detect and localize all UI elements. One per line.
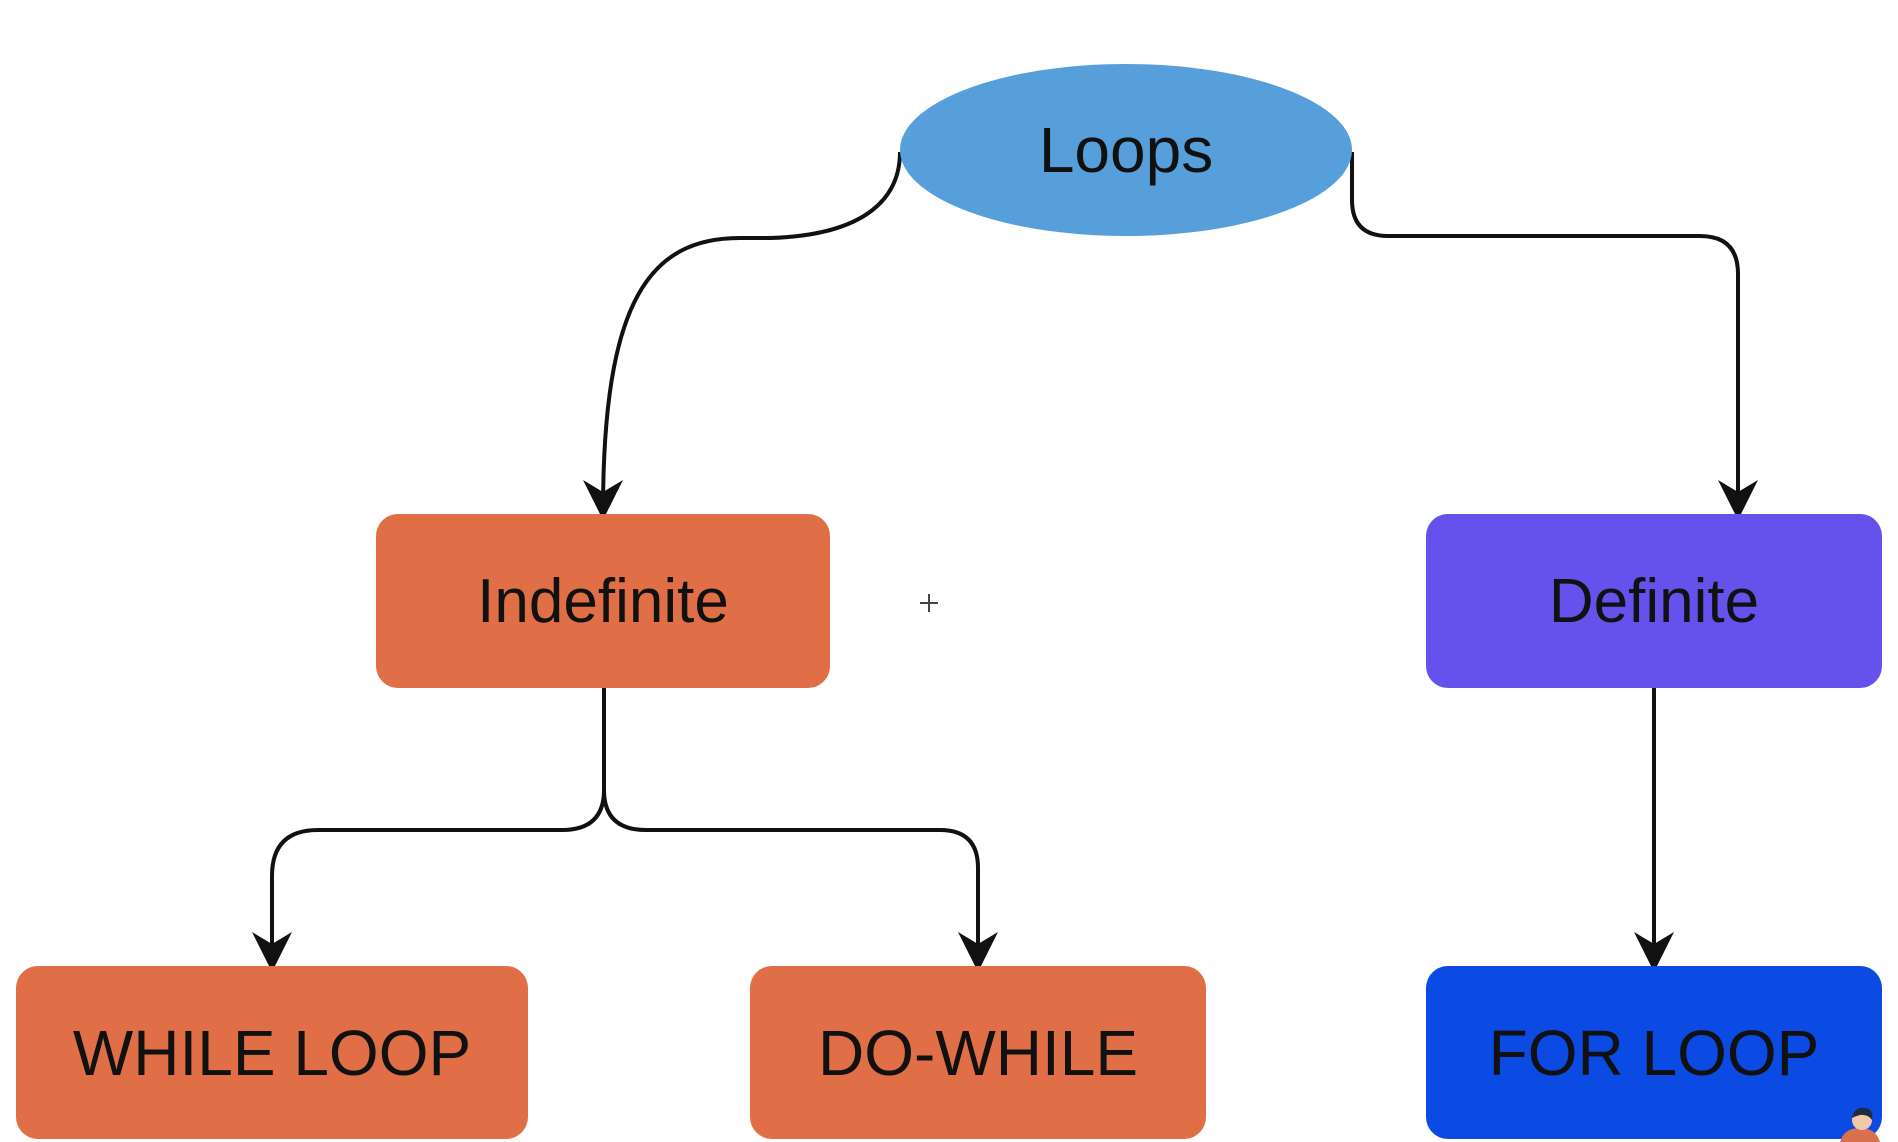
node-for-loop-label: FOR LOOP bbox=[1488, 1016, 1820, 1089]
node-indefinite-label: Indefinite bbox=[477, 566, 729, 636]
node-do-while-label: DO-WHILE bbox=[818, 1016, 1138, 1089]
edge-loops-to-indefinite bbox=[583, 151, 902, 520]
presenter-avatar-icon bbox=[1830, 1106, 1890, 1142]
node-while-loop: WHILE LOOP bbox=[16, 966, 528, 1139]
node-loops-label: Loops bbox=[1038, 114, 1214, 186]
node-do-while: DO-WHILE bbox=[750, 966, 1206, 1139]
crosshair-cursor-icon bbox=[918, 592, 940, 614]
edge-indefinite-to-while bbox=[252, 688, 606, 972]
node-indefinite: Indefinite bbox=[376, 514, 830, 688]
edge-loops-to-definite bbox=[1350, 152, 1758, 520]
node-definite: Definite bbox=[1426, 514, 1882, 688]
node-definite-label: Definite bbox=[1548, 566, 1760, 636]
node-while-loop-label: WHILE LOOP bbox=[72, 1016, 472, 1089]
node-loops: Loops bbox=[900, 64, 1352, 236]
node-for-loop: FOR LOOP bbox=[1426, 966, 1882, 1139]
edge-indefinite-to-dowhile bbox=[602, 789, 998, 972]
